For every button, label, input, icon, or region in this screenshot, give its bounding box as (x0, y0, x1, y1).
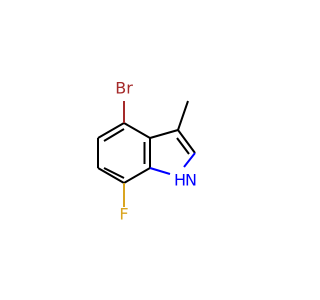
bond-c3-methyl (177, 100, 189, 131)
bond-c2-n1 (183, 152, 196, 168)
bond-c7-c6 (97, 167, 125, 184)
nitrogen-hydrogen-label: H (174, 171, 186, 190)
double-bond-c7-c6 (103, 167, 125, 179)
chemical-structure-diagram: Br F H N (97, 79, 197, 224)
double-bond-c5-c4 (103, 128, 125, 142)
bond-n1-c7a (149, 167, 171, 175)
nitrogen-atom-label: N (185, 171, 197, 190)
bond-c5-c4 (97, 122, 125, 139)
bond-c7a-c7 (123, 167, 151, 184)
bond-c4-c3a (123, 122, 151, 139)
bond-c3a-c3 (149, 129, 179, 139)
double-bond-c3-c2 (176, 137, 190, 155)
bromine-atom-label: Br (115, 79, 133, 98)
bond-c3-c2 (177, 129, 196, 154)
fluorine-atom-label: F (119, 205, 128, 224)
